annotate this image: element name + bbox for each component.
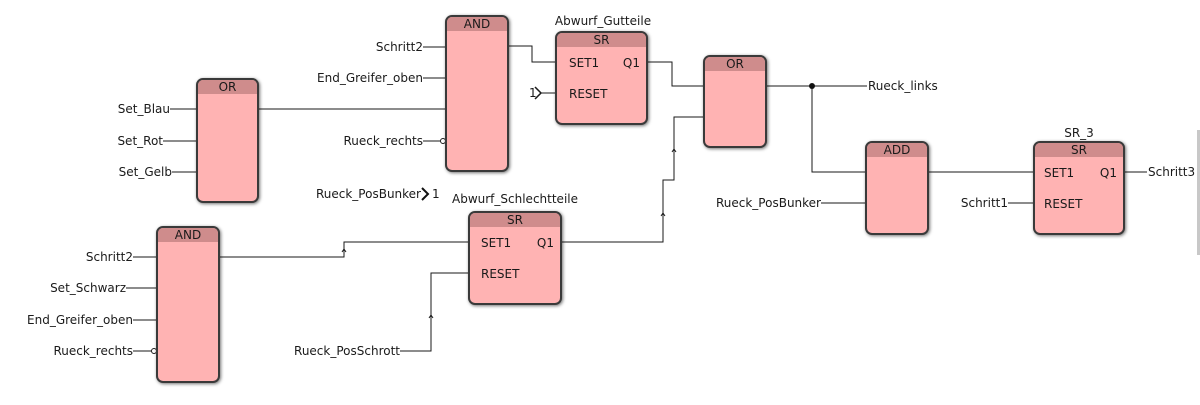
- edge-arrow-icon: [660, 212, 666, 217]
- pin-reset: RESET: [1044, 197, 1083, 211]
- input-variable[interactable]: Schritt1: [960, 196, 1008, 210]
- input-variable[interactable]: End_Greifer_oben: [317, 71, 423, 85]
- block-type: SR: [557, 33, 646, 47]
- sr-block[interactable]: SR SET1 Q1 RESET: [1033, 141, 1125, 235]
- or-block[interactable]: OR: [196, 78, 259, 203]
- pin-set1: SET1: [569, 56, 600, 70]
- input-variable[interactable]: Schritt2: [375, 40, 423, 54]
- input-variable[interactable]: Rueck_PosSchrott: [294, 344, 400, 358]
- block-type: ADD: [867, 143, 927, 157]
- block-type: AND: [447, 17, 507, 31]
- wire: [400, 272, 469, 352]
- instance-name: Abwurf_Gutteile: [554, 14, 652, 28]
- instance-name: Abwurf_Schlechtteile: [452, 192, 578, 206]
- move-source[interactable]: Rueck_PosBunker: [315, 187, 421, 201]
- constant-value[interactable]: 1: [529, 86, 537, 100]
- pin-set1: SET1: [1044, 166, 1075, 180]
- input-variable[interactable]: End_Greifer_oben: [27, 313, 133, 327]
- pin-q1: Q1: [622, 56, 640, 70]
- constant-connector-icon: [534, 86, 543, 100]
- pin-set1: SET1: [481, 236, 512, 250]
- and-block[interactable]: AND: [156, 226, 220, 383]
- sr-block[interactable]: SR SET1 Q1 RESET: [555, 31, 648, 125]
- input-variable[interactable]: Schritt2: [85, 250, 133, 264]
- output-variable[interactable]: Schritt3: [1148, 165, 1196, 179]
- wire: [508, 45, 556, 63]
- input-variable[interactable]: Set_Schwarz: [50, 281, 126, 295]
- input-variable[interactable]: Set_Rot: [117, 134, 163, 148]
- and-block[interactable]: AND: [445, 15, 509, 172]
- vertical-scrollbar[interactable]: [1197, 130, 1200, 255]
- block-type: SR: [1035, 143, 1123, 157]
- pin-q1: Q1: [536, 236, 554, 250]
- edge-arrow-icon: [671, 148, 677, 153]
- move-arrow-icon: [421, 187, 430, 201]
- input-variable[interactable]: Set_Blau: [117, 102, 170, 116]
- pin-reset: RESET: [481, 267, 520, 281]
- block-type: AND: [158, 228, 218, 242]
- junction-dot: [809, 83, 815, 89]
- input-variable[interactable]: Set_Gelb: [118, 165, 172, 179]
- pin-reset: RESET: [569, 87, 608, 101]
- or-block[interactable]: OR: [703, 55, 767, 148]
- wire: [811, 86, 866, 173]
- wire: [561, 116, 704, 243]
- block-type: SR: [470, 213, 560, 227]
- edge-arrow-icon: [428, 314, 434, 319]
- add-block[interactable]: ADD: [865, 141, 929, 235]
- block-type: OR: [705, 57, 765, 71]
- block-type: OR: [198, 80, 257, 94]
- pin-q1: Q1: [1099, 166, 1117, 180]
- wire: [647, 61, 704, 87]
- move-target[interactable]: 1: [432, 187, 440, 201]
- input-variable[interactable]: Rueck_PosBunker: [715, 196, 821, 210]
- output-variable[interactable]: Rueck_links: [868, 79, 938, 93]
- input-variable[interactable]: Rueck_rechts: [53, 344, 133, 358]
- sr-block[interactable]: SR SET1 Q1 RESET: [468, 211, 562, 305]
- edge-arrow-icon: [341, 248, 347, 253]
- input-variable[interactable]: Rueck_rechts: [343, 134, 423, 148]
- instance-name: SR_3: [1064, 126, 1094, 140]
